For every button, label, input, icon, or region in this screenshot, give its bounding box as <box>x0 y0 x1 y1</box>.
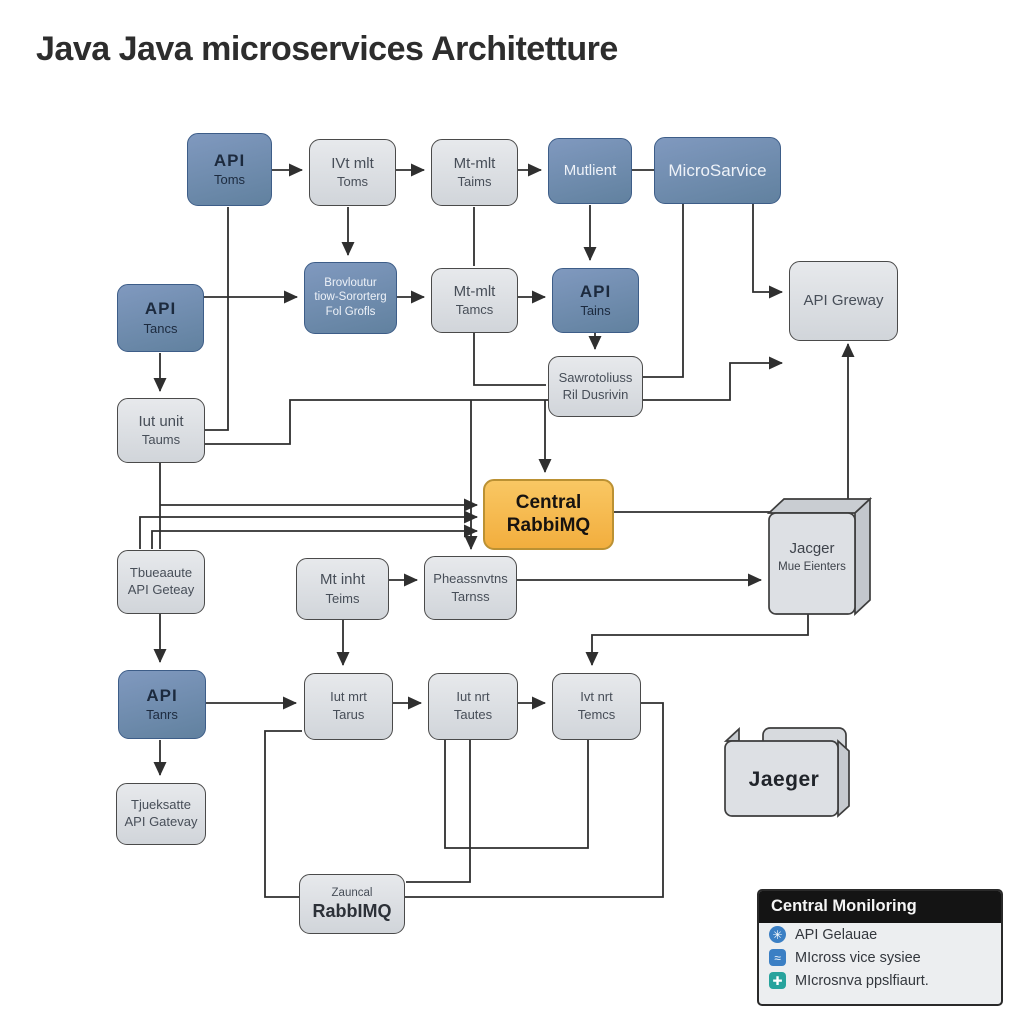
node-mt-mlt-tamcs: Mt-mlt Tamcs <box>431 268 518 333</box>
node-title: Pheassnvtns <box>433 570 508 586</box>
node-title: Sawrotoliuss <box>558 369 633 385</box>
node-subtitle: Tautes <box>453 707 493 722</box>
node-api-toms: API Toms <box>187 133 272 206</box>
node-title: Zauncal <box>331 886 373 899</box>
jaeger-folder-shape <box>723 727 850 818</box>
node-subtitle: RabbIMQ <box>312 900 392 921</box>
node-pheassnvtns: Pheassnvtns Tarnss <box>424 556 517 620</box>
node-jaeger-cube-label: Jacger Mue Eienters <box>769 540 855 573</box>
node-subtitle: Tamcs <box>455 302 494 318</box>
node-title: IVt mlt <box>331 154 374 172</box>
node-title: Mt-mlt <box>453 154 496 172</box>
node-title: API <box>144 299 177 319</box>
node-api-tancs: API Tancs <box>117 284 204 352</box>
node-title: Brovloutur <box>324 277 377 290</box>
node-ivt-nrt-temcs: Ivt nrt Temcs <box>552 673 641 740</box>
node-mt-mlt-taims: Mt-mlt Taims <box>431 139 518 206</box>
node-title: API Greway <box>803 292 884 310</box>
node-mt-inht-teims: Mt inht Teims <box>296 558 389 620</box>
node-title: Mt inht <box>319 571 365 589</box>
node-jaeger-folder-label: Jaeger <box>748 768 820 791</box>
legend-item: ≈ MIcross vice sysiee <box>759 946 1001 969</box>
node-title: Tjueksatte <box>131 797 191 813</box>
node-subtitle: Temcs <box>577 707 616 722</box>
node-title: Mt-mlt <box>453 282 496 300</box>
node-title: Jacger <box>789 540 835 557</box>
node-api-tanrs: API Tanrs <box>118 670 206 739</box>
node-title: API <box>579 281 612 301</box>
node-title: Mutlient <box>563 162 617 180</box>
legend-item: ✳ API Gelauae <box>759 923 1001 946</box>
node-title: Ivt nrt <box>580 689 613 705</box>
node-title: Iut unit <box>138 412 184 430</box>
node-title: MicroSarvice <box>668 160 767 180</box>
legend-item: ✚ MIcrosnva ppslfiaurt. <box>759 969 1001 992</box>
node-subtitle: Teims <box>325 590 360 606</box>
node-subtitle: Taims <box>457 174 492 190</box>
node-brovloutur: Brovloutur tiow-Sororterg Fol Grofls <box>304 262 397 334</box>
api-gateway-icon: ✳ <box>769 926 786 943</box>
connectors <box>139 163 855 898</box>
node-iut-mrt-tarus: Iut mrt Tarus <box>304 673 393 740</box>
node-subtitle: Taums <box>141 432 181 448</box>
node-title: Iut nrt <box>456 689 490 705</box>
node-subtitle: RabbiMQ <box>506 515 591 536</box>
node-mutlient: Mutlient <box>548 138 632 204</box>
node-subtitle: API Gatevay <box>124 814 198 829</box>
node-subtitle: Toms <box>213 172 246 188</box>
legend-item-label: API Gelauae <box>795 926 878 943</box>
node-zauncal-rabbitmq: Zauncal RabbIMQ <box>299 874 405 934</box>
node-central-rabbitmq: Central RabbiMQ <box>483 479 614 550</box>
node-subtitle: Tancs <box>143 320 178 336</box>
node-sawrotoliuss: Sawrotoliuss Ril Dusrivin <box>548 356 643 417</box>
microservice-icon: ≈ <box>769 949 786 966</box>
node-title: API <box>146 685 178 705</box>
node-subtitle: API Geteay <box>127 582 195 597</box>
node-tbueaaute-gateway: Tbueaaute API Geteay <box>117 550 205 614</box>
monitoring-icon: ✚ <box>769 972 786 989</box>
diagram-title: Java Java microservices Architetture <box>36 30 618 68</box>
node-line2: tiow-Sororterg <box>314 291 387 304</box>
node-subtitle: Ril Dusrivin <box>562 386 629 402</box>
node-title: Iut mrt <box>330 689 367 705</box>
node-line3: Fol Grofls <box>325 305 376 318</box>
node-iut-unit-taums: Iut unit Taums <box>117 398 205 463</box>
node-api-tains: API Tains <box>552 268 639 333</box>
node-title: Tbueaaute <box>129 565 193 581</box>
legend-panel: Central Moniloring ✳ API Gelauae ≈ MIcro… <box>757 889 1003 1006</box>
node-subtitle: Tarnss <box>451 588 490 604</box>
node-api-gateway-top: API Greway <box>789 261 898 341</box>
legend-item-label: MIcross vice sysiee <box>795 949 921 966</box>
legend-item-label: MIcrosnva ppslfiaurt. <box>795 972 929 989</box>
node-subtitle: Tarus <box>332 707 365 722</box>
node-tjueksatte-gateway: Tjueksatte API Gatevay <box>116 783 206 845</box>
node-title: API <box>213 150 246 170</box>
node-subtitle: Tains <box>580 303 611 319</box>
node-subtitle: Mue Eienters <box>778 561 846 573</box>
node-subtitle: Toms <box>336 174 369 190</box>
legend-header: Central Moniloring <box>759 891 1001 923</box>
node-title: Central <box>515 492 582 514</box>
node-microservice: MicroSarvice <box>654 137 781 204</box>
node-subtitle: Tanrs <box>146 707 178 723</box>
node-ivt-mlt-toms: IVt mlt Toms <box>309 139 396 206</box>
node-iut-nrt-tautes: Iut nrt Tautes <box>428 673 518 740</box>
jaeger-cube-shape <box>766 497 873 616</box>
